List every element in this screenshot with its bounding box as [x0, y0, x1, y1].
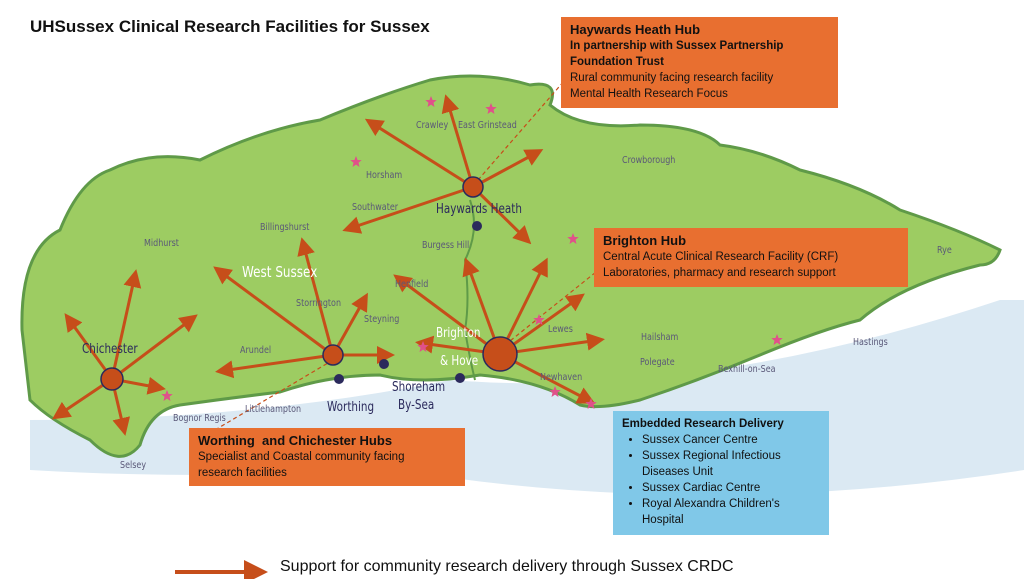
town-label: East Grinstead	[458, 120, 517, 131]
box-line: Mental Health Research Focus	[570, 88, 728, 100]
box-title: Haywards Heath Hub	[570, 22, 701, 37]
town-label: Hastings	[853, 337, 888, 348]
box-title: Brighton Hub	[603, 233, 687, 248]
town-label: Horsham	[366, 170, 403, 181]
town-label: Worthing	[327, 400, 375, 415]
list-item: Sussex Regional Infectious Diseases Unit	[642, 448, 820, 480]
town-label: Chichester	[82, 342, 138, 357]
box-title: Worthing and Chichester Hubs	[198, 433, 393, 448]
town-label: Haywards Heath	[436, 202, 522, 217]
box-line: Rural community facing research facility	[570, 72, 774, 84]
town-label: Newhaven	[540, 372, 583, 383]
town-label: Steyning	[364, 314, 400, 325]
town-label: Storrington	[296, 298, 342, 309]
town-label: Southwater	[352, 202, 399, 213]
county-label: West Sussex	[242, 263, 318, 281]
town-label: Hailsham	[641, 332, 679, 343]
hub-markers	[100, 176, 518, 391]
box-line: Laboratories, pharmacy and research supp…	[603, 267, 836, 279]
box-title: Embedded Research Delivery	[622, 418, 784, 430]
brighton-hub-box: Brighton Hub Central Acute Clinical Rese…	[594, 228, 908, 287]
town-label: Burgess Hill	[422, 240, 470, 251]
list-item: Sussex Cancer Centre	[642, 432, 820, 448]
embedded-research-box: Embedded Research Delivery Sussex Cancer…	[613, 411, 829, 535]
worthing-chichester-hubs-box: Worthing and Chichester Hubs Specialist …	[189, 428, 465, 486]
town-label: & Hove	[440, 354, 479, 369]
town-label: Bexhill-on-Sea	[718, 364, 776, 375]
town-label: Shoreham	[392, 380, 446, 395]
box-line: Central Acute Clinical Research Facility…	[603, 251, 839, 263]
box-partner: In partnership with Sussex Partnership F…	[570, 40, 784, 68]
dashed-leaders	[214, 79, 597, 431]
town-label: Arundel	[240, 345, 272, 356]
sussex-land	[20, 74, 1002, 458]
town-label: Rye	[937, 245, 952, 256]
town-label: By-Sea	[398, 398, 435, 413]
town-label: Brighton	[436, 326, 481, 341]
town-label: Crawley	[416, 120, 449, 131]
town-label: Henfield	[395, 279, 429, 290]
haywards-heath-hub-box: Haywards Heath Hub In partnership with S…	[561, 17, 838, 108]
list-item: Sussex Cardiac Centre	[642, 480, 820, 496]
embedded-list: Sussex Cancer Centre Sussex Regional Inf…	[622, 432, 820, 528]
town-label: Littlehampton	[245, 404, 302, 415]
legend-label: Support for community research delivery …	[280, 558, 734, 575]
town-label: Selsey	[120, 460, 147, 471]
town-dots	[334, 221, 482, 384]
town-label: Polegate	[640, 357, 675, 368]
town-label: Bognor Regis	[173, 413, 226, 424]
town-label: Midhurst	[144, 238, 179, 249]
list-item: Royal Alexandra Children's Hospital	[642, 496, 820, 528]
town-label: Crowborough	[622, 155, 676, 166]
town-label: Lewes	[548, 324, 573, 335]
support-arrows	[52, 94, 605, 579]
page-title: UHSussex Clinical Research Facilities fo…	[30, 17, 430, 36]
town-label: Billingshurst	[260, 222, 310, 233]
box-line: Specialist and Coastal community facing …	[198, 451, 405, 479]
county-border	[463, 199, 476, 381]
